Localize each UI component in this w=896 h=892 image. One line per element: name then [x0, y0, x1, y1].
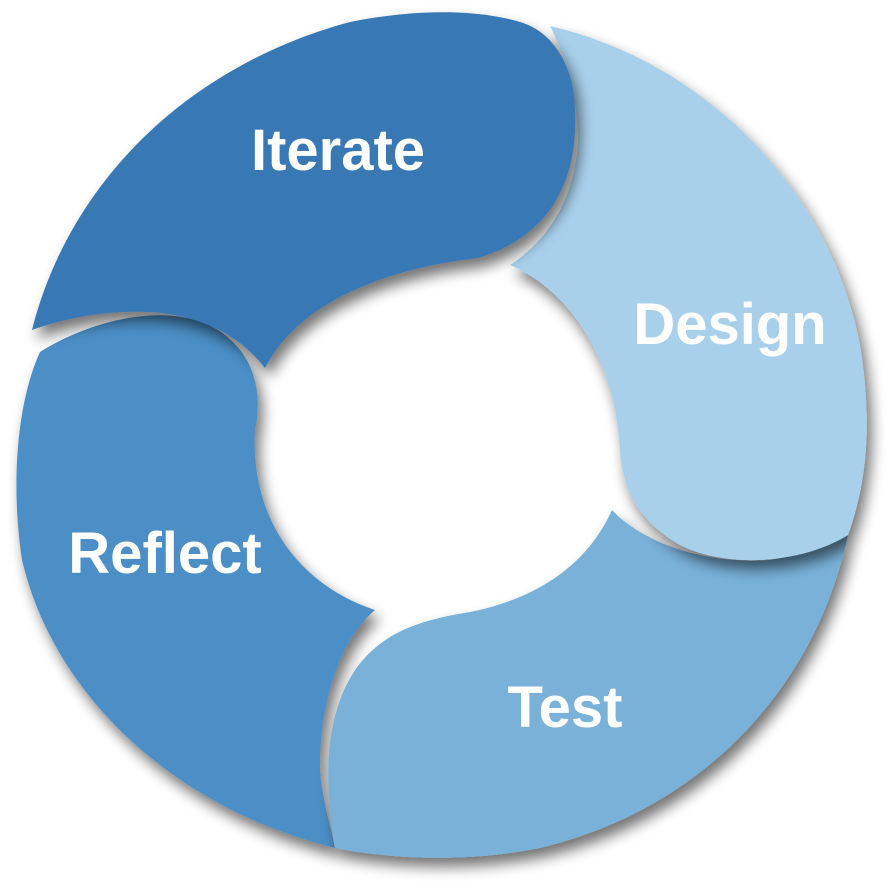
segment-test: [328, 510, 848, 858]
label-reflect: Reflect: [68, 521, 261, 586]
segment-test-shape: [328, 510, 848, 858]
label-test: Test: [508, 675, 623, 740]
label-design: Design: [633, 292, 826, 357]
segment-design-shape: [510, 26, 867, 561]
segment-iterate-shape: [32, 12, 576, 368]
segment-reflect-shape: [16, 315, 375, 849]
label-iterate: Iterate: [251, 118, 425, 183]
segment-iterate: [32, 12, 576, 368]
segment-reflect: [16, 315, 375, 849]
segment-design: [510, 26, 867, 561]
